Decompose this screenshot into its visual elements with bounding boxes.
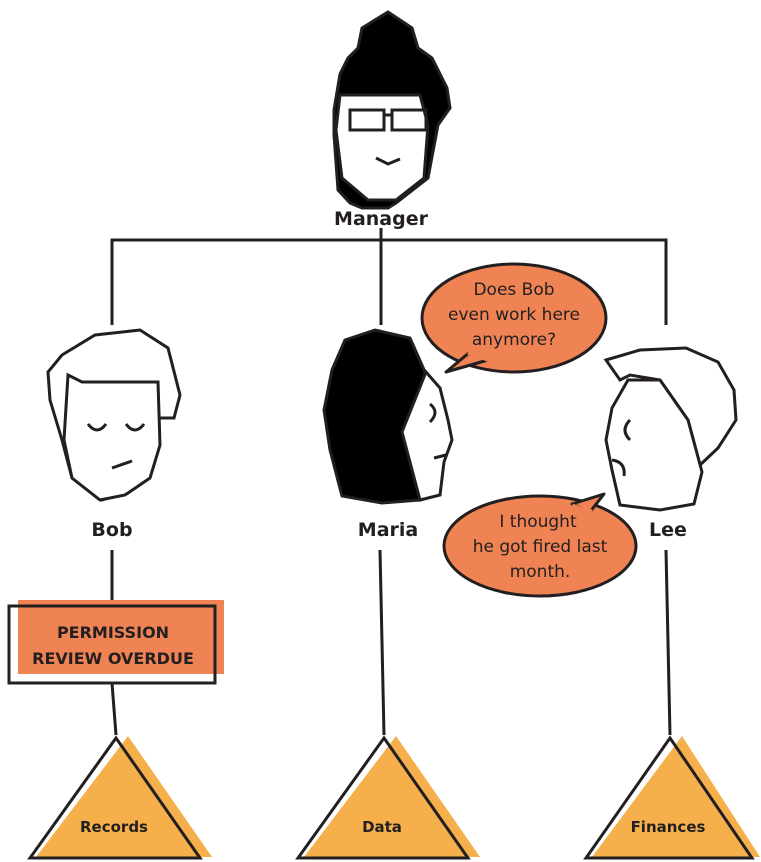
maria-avatar xyxy=(322,328,454,505)
maria-eye xyxy=(428,402,437,424)
lee-bubble-shape xyxy=(442,494,638,598)
connector-lines xyxy=(110,228,672,736)
records-resource: Records xyxy=(27,735,212,860)
tree-bar xyxy=(110,238,668,325)
finances-triangle-outline xyxy=(583,735,755,860)
maria-mouth xyxy=(433,453,447,460)
maria-to-data-line xyxy=(378,549,386,736)
warning-shadow xyxy=(18,600,224,674)
lee-eye xyxy=(623,418,632,442)
warning-border xyxy=(7,604,217,685)
finances-resource: Finances xyxy=(583,735,760,860)
records-triangle-outline xyxy=(27,735,203,860)
records-label: Records xyxy=(80,818,148,836)
maria-bubble-shape xyxy=(420,262,608,374)
data-triangle-fill xyxy=(304,736,480,857)
maria-label: Maria xyxy=(358,519,418,541)
maria-face xyxy=(400,369,454,502)
lee-hair xyxy=(603,346,738,468)
manager-avatar xyxy=(332,10,452,210)
lee-speech-bubble: I thought he got fired last month. xyxy=(442,492,638,598)
data-triangle-outline xyxy=(295,735,471,860)
permission-warning-box: PERMISSION REVIEW OVERDUE xyxy=(7,600,224,685)
bob-face xyxy=(62,372,162,502)
lee-face xyxy=(604,378,704,512)
records-triangle-fill xyxy=(36,736,212,857)
maria-bubble-line-1: Does Bob xyxy=(473,280,554,300)
bob-right-eye xyxy=(124,423,146,432)
maria-bubble-tail-join xyxy=(467,349,491,363)
manager-face xyxy=(334,93,430,202)
lee-bubble-line-1: I thought xyxy=(499,512,577,532)
bob-avatar xyxy=(46,328,182,502)
finances-label: Finances xyxy=(631,818,706,836)
warning-to-records-line xyxy=(110,682,118,736)
maria-bubble-line-2: even work here xyxy=(448,305,580,325)
maria-bubble-line-3: anymore? xyxy=(472,330,556,350)
glasses-right-lens xyxy=(390,108,428,132)
maria-hair xyxy=(322,328,427,505)
lee-bubble-line-3: month. xyxy=(510,562,571,582)
lee-bubble-tail-join xyxy=(571,503,593,515)
lee-bubble-line-2: he got fired last xyxy=(473,537,608,557)
warning-line-2: REVIEW OVERDUE xyxy=(32,649,194,668)
manager-mouth xyxy=(375,156,401,166)
lee-to-finances-line xyxy=(664,549,672,736)
bob-label: Bob xyxy=(91,519,132,541)
lee-avatar xyxy=(603,346,738,512)
data-resource: Data xyxy=(295,735,480,860)
lee-label: Lee xyxy=(649,519,687,541)
maria-speech-bubble: Does Bob even work here anymore? xyxy=(420,262,608,374)
manager-label: Manager xyxy=(334,208,429,230)
data-label: Data xyxy=(362,818,402,836)
warning-line-1: PERMISSION xyxy=(57,623,169,642)
bob-left-eye xyxy=(86,423,108,432)
lee-mouth xyxy=(611,458,626,477)
glasses-left-lens xyxy=(348,108,386,132)
bob-mouth xyxy=(111,459,133,470)
finances-triangle-fill xyxy=(592,736,760,857)
